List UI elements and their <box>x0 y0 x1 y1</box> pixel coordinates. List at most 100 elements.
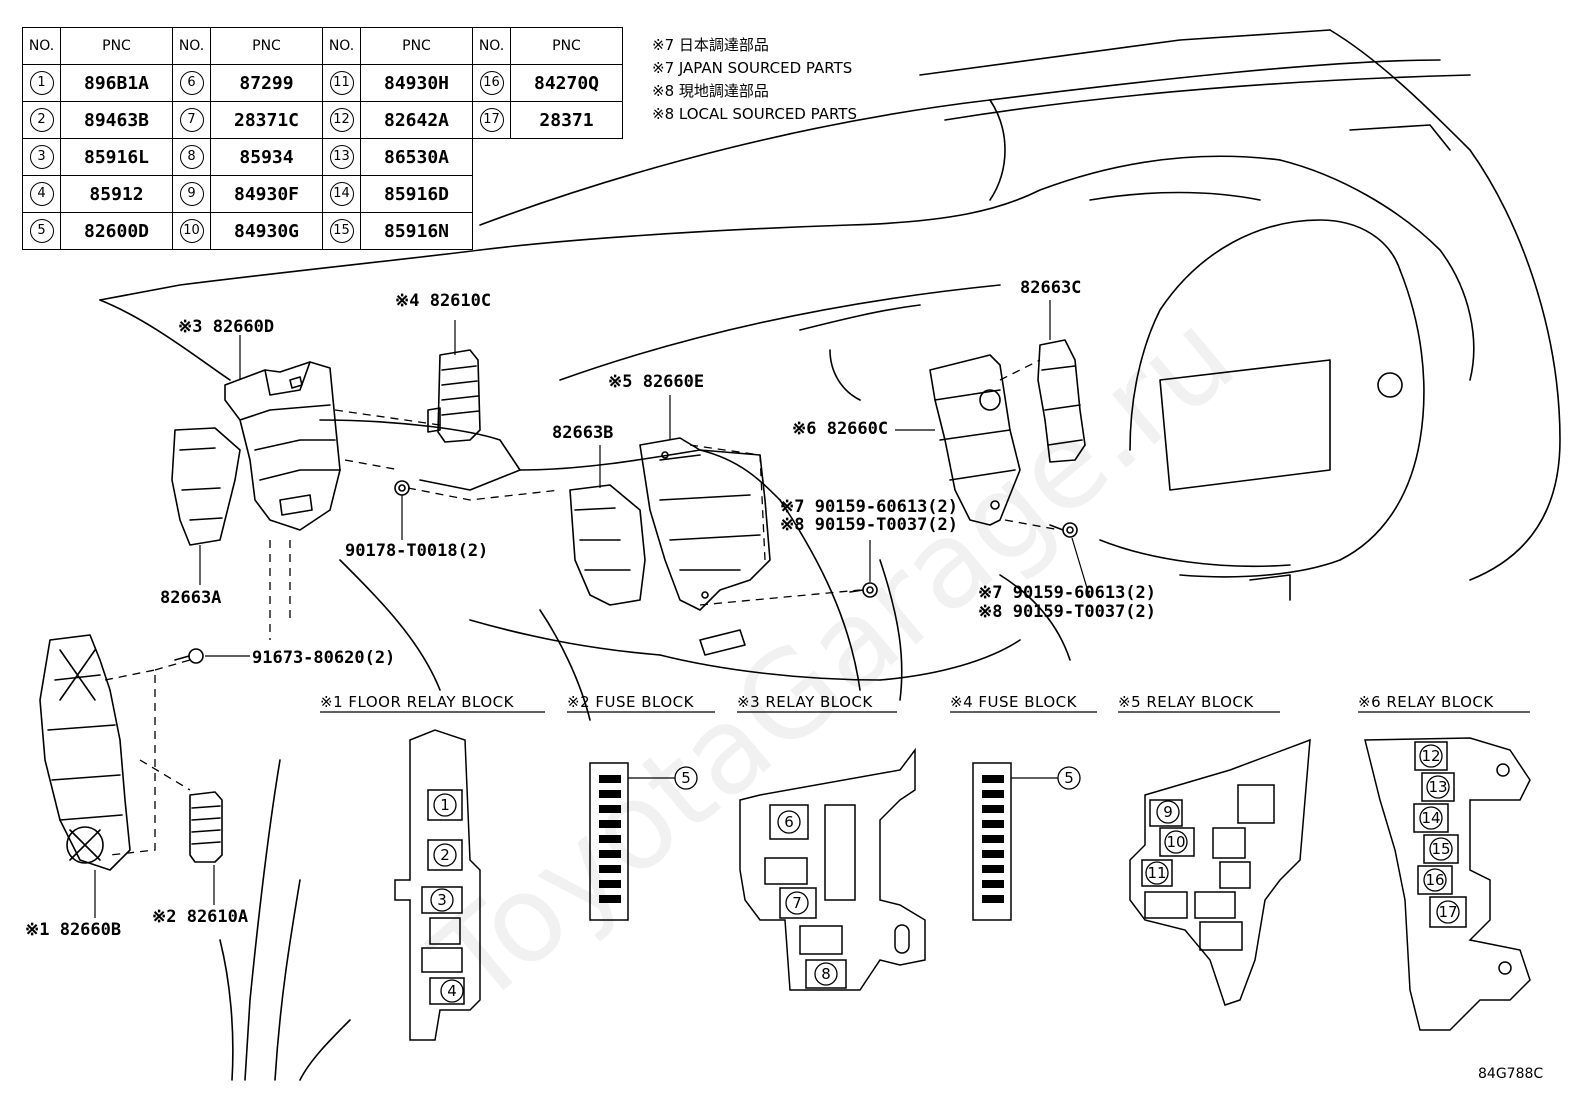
row-number: 11 <box>329 71 354 95</box>
table-row: 4 85912 9 84930F 14 85916D <box>22 175 623 213</box>
bolt-icon <box>394 480 410 496</box>
relay-number-2: 2 <box>440 846 450 864</box>
header-pnc: PNC <box>510 27 623 65</box>
pnc-cell: 28371 <box>510 101 623 139</box>
floor-relay-block-layout <box>394 729 481 1041</box>
fuse-block-82610c <box>427 349 481 443</box>
watermark: ToyotaGarage.ru <box>409 287 1261 1033</box>
callout-bolt2-japan: ※7 90159-60613(2) <box>978 583 1156 603</box>
relay-number-17: 17 <box>1438 903 1457 921</box>
callout-82660c: ※6 82660C <box>792 419 888 439</box>
relay-block-82660c <box>929 354 1021 526</box>
relay-block-3-layout <box>739 747 926 991</box>
bracket-82663a <box>171 427 241 546</box>
block-headings: ※1 FLOOR RELAY BLOCK ※2 FUSE BLOCK ※3 RE… <box>320 693 1494 711</box>
pnc-cell: 85916D <box>360 175 473 213</box>
note-line: ※7 日本調達部品 <box>652 36 769 54</box>
note-line: ※8 LOCAL SOURCED PARTS <box>652 105 857 123</box>
row-number: 17 <box>479 108 504 132</box>
row-number: 6 <box>179 71 204 95</box>
pnc-cell: 82642A <box>360 101 473 139</box>
callout-82660e: ※5 82660E <box>608 372 704 392</box>
bolt-icon <box>1049 522 1078 538</box>
table-row: 2 89463B 7 28371C 12 82642A 17 28371 <box>22 101 623 139</box>
pnc-cell: 89463B <box>60 101 173 139</box>
vehicle-body-outline <box>99 29 1561 1081</box>
sourcing-notes: ※7 日本調達部品 ※7 JAPAN SOURCED PARTS ※8 現地調達… <box>652 34 857 126</box>
relay-block-82660d <box>224 361 341 531</box>
callout-82663c: 82663C <box>1020 278 1081 298</box>
floor-relay-block-82660b <box>39 634 131 871</box>
row-number: 1 <box>29 71 54 95</box>
relay-number-11: 11 <box>1147 864 1166 882</box>
table-row: 5 82600D 10 84930G 15 85916N <box>22 212 623 250</box>
bolt-icon <box>849 582 878 598</box>
callout-90178: 90178-T0018(2) <box>345 541 488 561</box>
pnc-cell: 85912 <box>60 175 173 213</box>
floor-relay-numbers: 1 2 3 4 <box>430 793 464 1003</box>
leader-lines <box>94 300 1530 918</box>
table-row: 1 896B1A 6 87299 11 84930H 16 84270Q <box>22 64 623 102</box>
heading-relay-block-6: ※6 RELAY BLOCK <box>1358 693 1494 711</box>
heading-relay-block-5: ※5 RELAY BLOCK <box>1118 693 1254 711</box>
row-number: 3 <box>29 145 54 169</box>
row-number: 16 <box>479 71 504 95</box>
callout-82610c: ※4 82610C <box>395 291 491 311</box>
fuse-block-2-layout: 5 <box>589 762 698 921</box>
relay-number-7: 7 <box>792 894 802 912</box>
fuse-number-5: 5 <box>1064 769 1074 787</box>
pnc-cell: 85916N <box>360 212 473 250</box>
relay-block-6-numbers: 12 13 14 15 16 17 <box>1419 744 1460 924</box>
relay-number-12: 12 <box>1421 747 1440 765</box>
pnc-cell: 87299 <box>210 64 323 102</box>
pnc-cell: 82600D <box>60 212 173 250</box>
relay-number-4: 4 <box>447 982 457 1000</box>
note-line: ※8 現地調達部品 <box>652 82 769 100</box>
pnc-cell: 896B1A <box>60 64 173 102</box>
relay-number-10: 10 <box>1166 833 1185 851</box>
relay-number-15: 15 <box>1431 840 1450 858</box>
heading-relay-block-3: ※3 RELAY BLOCK <box>737 693 873 711</box>
heading-fuse-block-2: ※2 FUSE BLOCK <box>567 693 695 711</box>
callout-bolt1-japan: ※7 90159-60613(2) <box>780 497 958 517</box>
relay-number-13: 13 <box>1428 778 1447 796</box>
pnc-table: NO. PNC NO. PNC NO. PNC NO. PNC 1 896B1A… <box>22 27 623 250</box>
header-no: NO. <box>22 27 61 65</box>
bracket-82663b <box>569 484 646 606</box>
bracket-82663c <box>1037 339 1086 463</box>
fuse-number-5: 5 <box>681 769 691 787</box>
callout-82610a: ※2 82610A <box>152 907 248 927</box>
pnc-cell: 28371C <box>210 101 323 139</box>
note-line: ※7 JAPAN SOURCED PARTS <box>652 59 853 77</box>
row-number: 9 <box>179 182 204 206</box>
header-no: NO. <box>472 27 511 65</box>
relay-block-5-layout <box>1129 738 1311 1006</box>
pnc-cell: 84930H <box>360 64 473 102</box>
row-number: 15 <box>329 219 354 243</box>
row-number: 12 <box>329 108 354 132</box>
row-number: 4 <box>29 182 54 206</box>
relay-number-6: 6 <box>784 813 794 831</box>
callout-82663b: 82663B <box>552 423 613 443</box>
callout-82663a: 82663A <box>160 588 221 608</box>
screw-icon <box>174 648 204 664</box>
relay-block-6-layout <box>1364 737 1531 1031</box>
callout-82660d: ※3 82660D <box>178 317 274 337</box>
pnc-cell: 86530A <box>360 138 473 176</box>
relay-block-5-numbers: 9 10 11 <box>1145 800 1188 885</box>
row-number: 8 <box>179 145 204 169</box>
row-number: 2 <box>29 108 54 132</box>
fuse-block-4-layout: 5 <box>972 762 1081 921</box>
row-number: 10 <box>179 219 204 243</box>
callout-bolt1-local: ※8 90159-T0037(2) <box>780 515 958 535</box>
row-number: 7 <box>179 108 204 132</box>
pnc-cell: 85916L <box>60 138 173 176</box>
callout-91673: 91673-80620(2) <box>252 648 395 668</box>
table-row: 3 85916L 8 85934 13 86530A <box>22 138 623 176</box>
pnc-cell: 84930G <box>210 212 323 250</box>
row-number: 14 <box>329 182 354 206</box>
row-number: 13 <box>329 145 354 169</box>
header-pnc: PNC <box>60 27 173 65</box>
heading-fuse-block-4: ※4 FUSE BLOCK <box>950 693 1078 711</box>
